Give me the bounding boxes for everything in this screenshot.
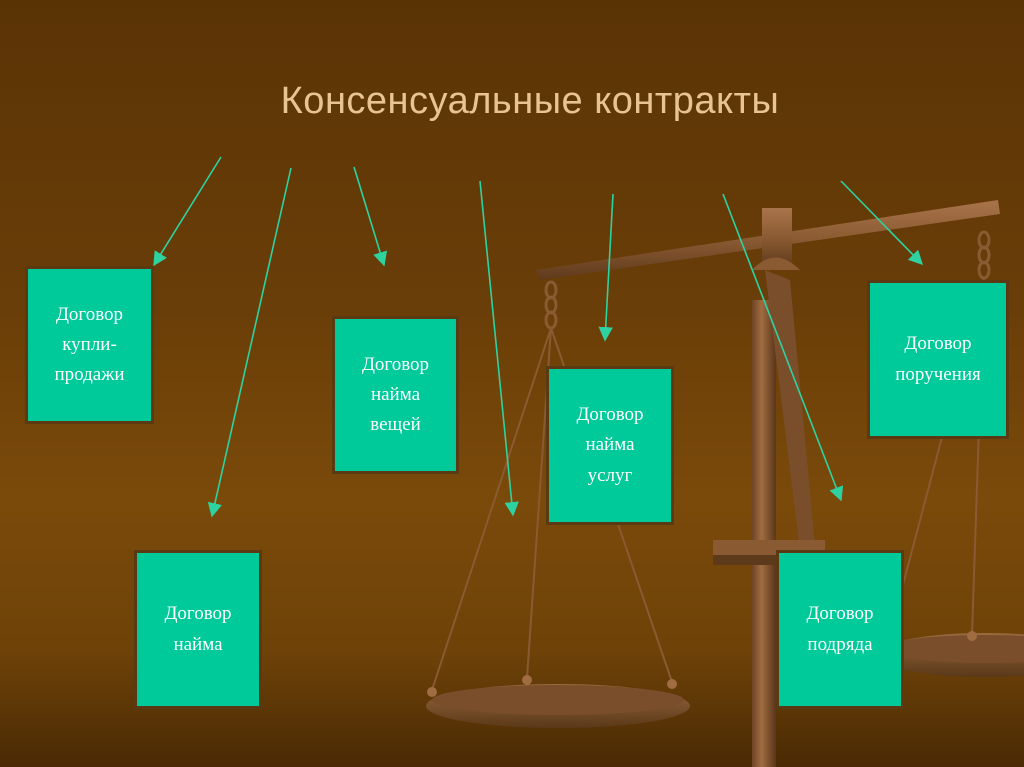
contract-box-naima-uslug: Договор найма услуг — [546, 366, 674, 525]
connector-arrows — [153, 156, 924, 518]
left-pan — [426, 675, 690, 728]
arrow-to-podryada — [722, 193, 844, 502]
scale-beam — [536, 200, 1000, 280]
slide-title: Консенсуальные контракты — [280, 80, 780, 122]
arrow-to-naima — [207, 167, 292, 518]
arrow-to-naima-uslug — [598, 193, 614, 342]
right-pan — [875, 631, 1024, 677]
arrow-to-porucheniya — [840, 180, 924, 266]
contract-box-porucheniya: Договор поручения — [867, 280, 1009, 439]
contract-box-podryada: Договор подряда — [776, 550, 904, 709]
arrow-to-naima-veshchei — [353, 166, 388, 267]
contract-box-kupli-prodazhi: Договор купли- продажи — [25, 266, 154, 424]
contract-box-naima-veshchei: Договор найма вещей — [332, 316, 459, 474]
scale-post — [752, 300, 776, 767]
arrow-to-center — [479, 180, 519, 517]
arrow-to-kupli-prodazhi — [153, 156, 222, 267]
scale-pointer — [765, 270, 815, 550]
contract-box-naima: Договор найма — [134, 550, 262, 709]
